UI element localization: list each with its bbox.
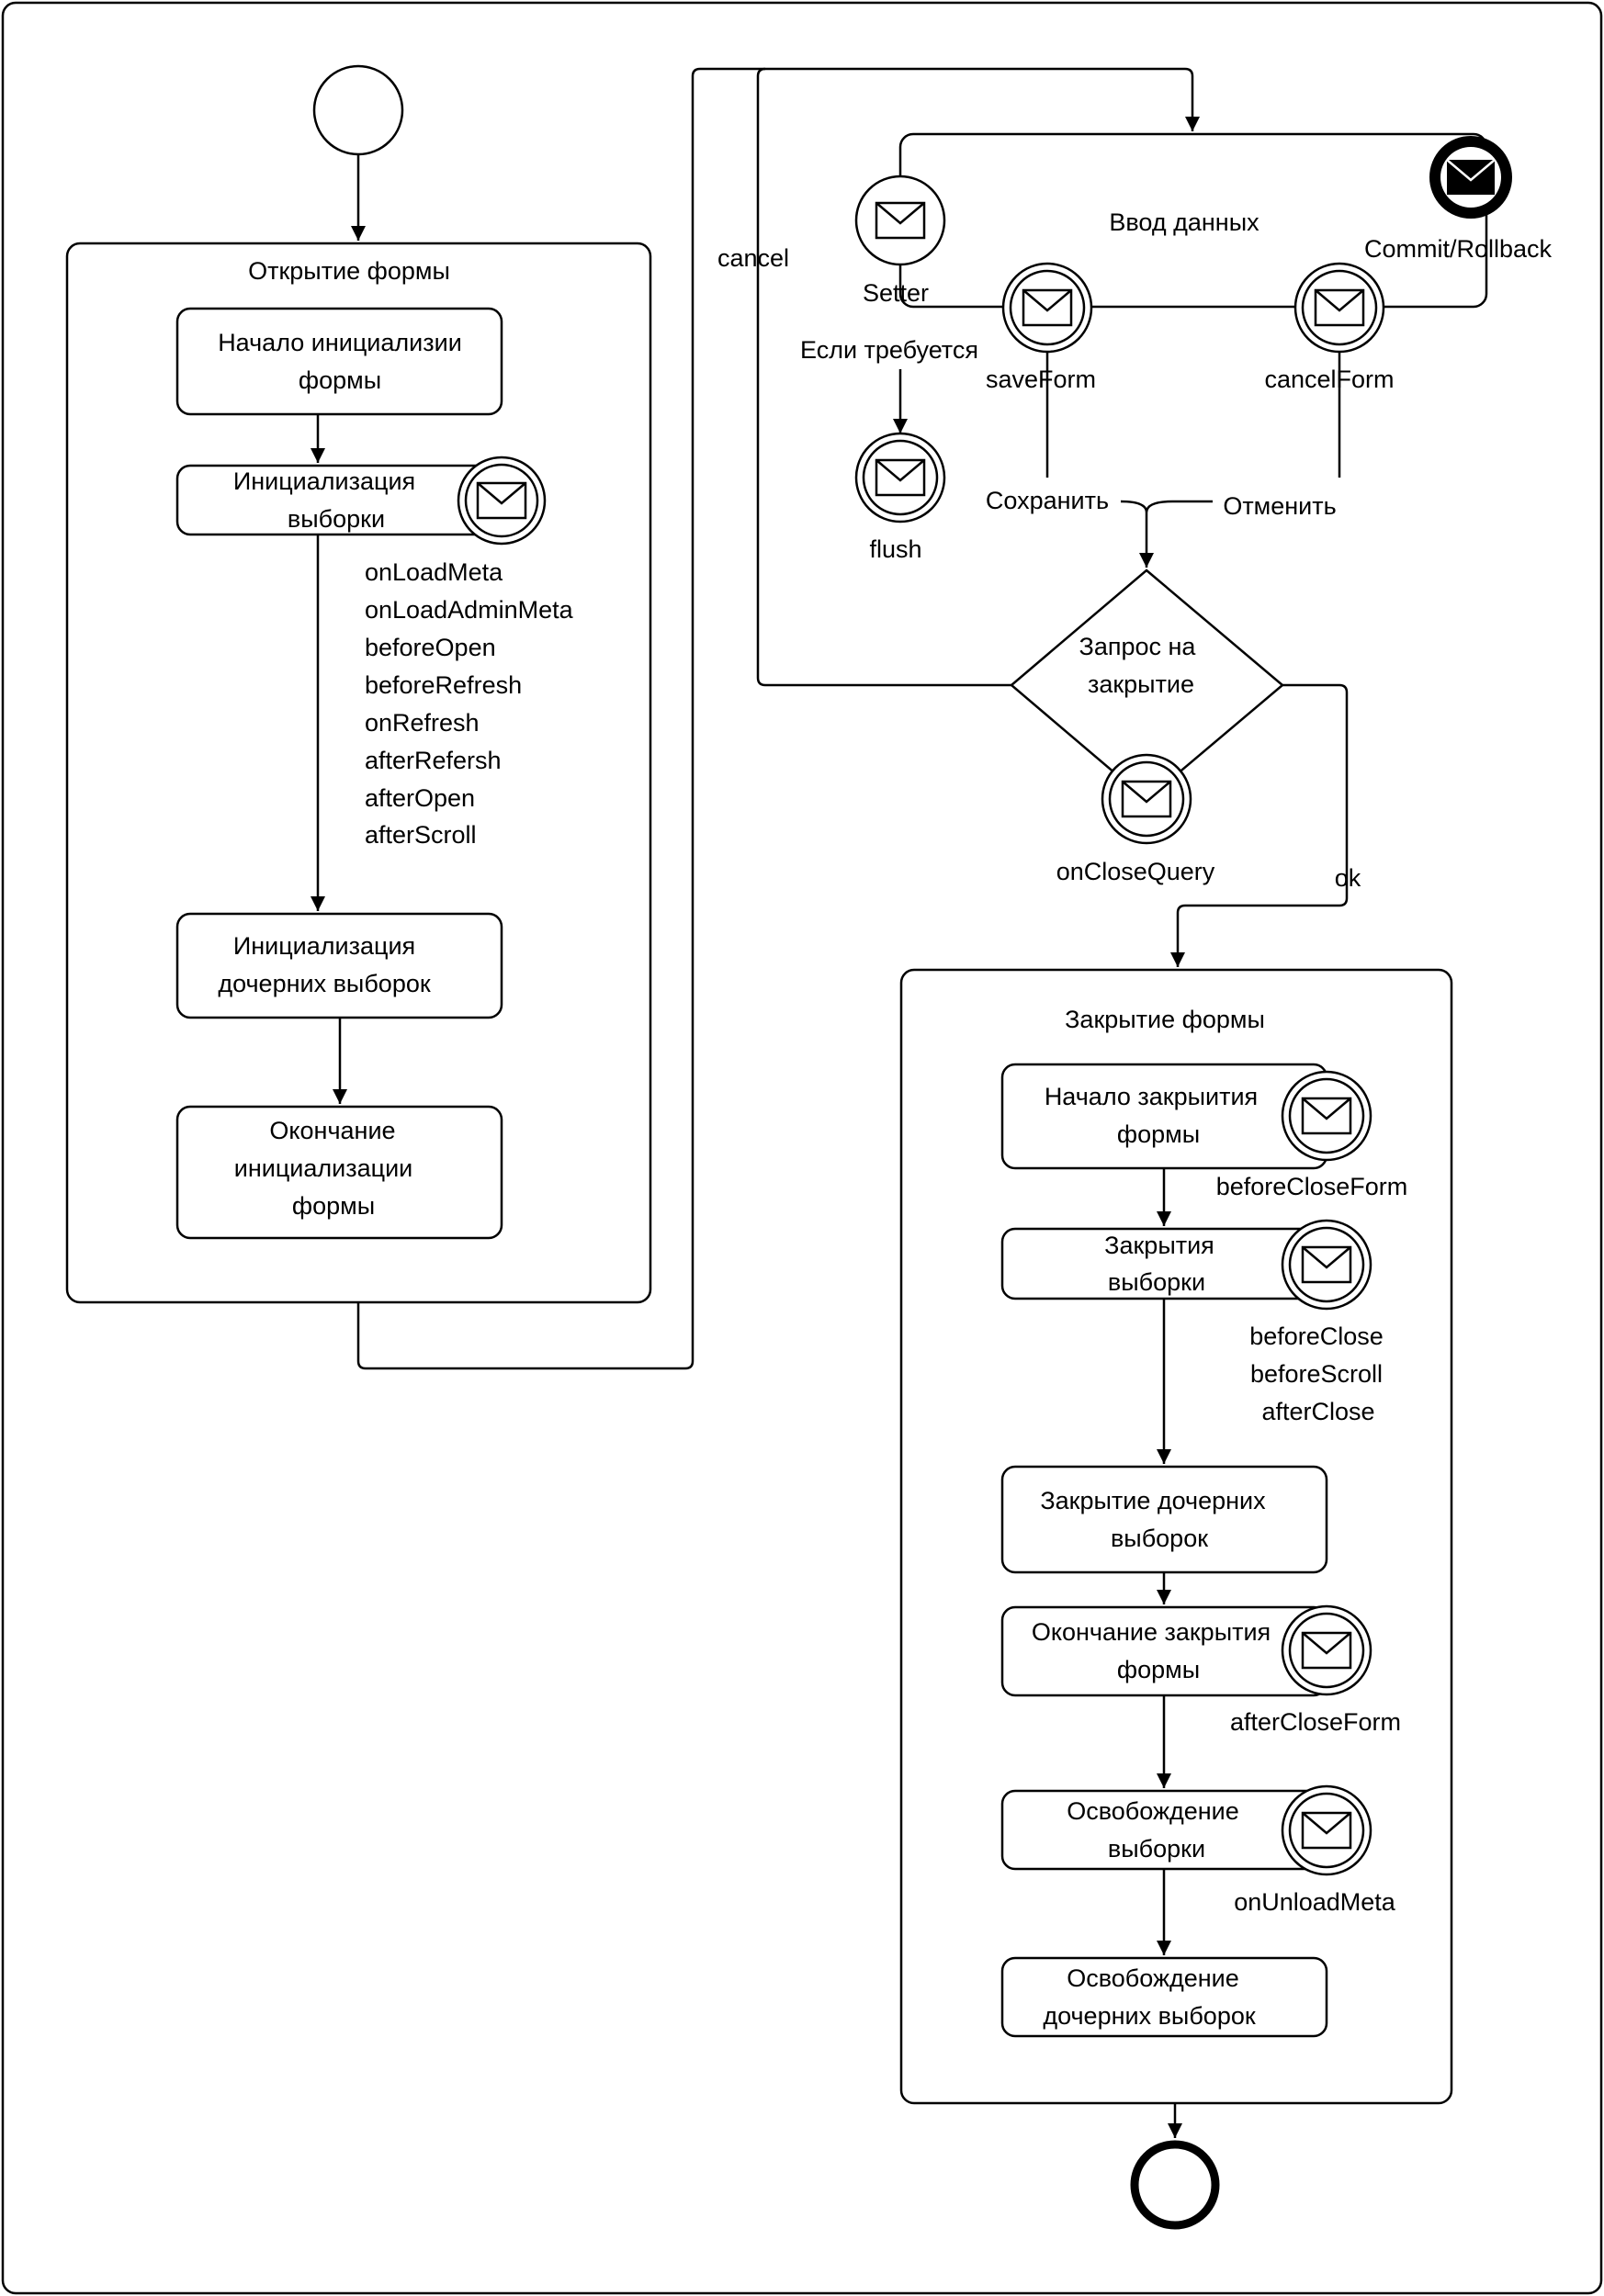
envelope-icon [1022, 288, 1073, 327]
svg-text:onLoadAdminMeta: onLoadAdminMeta [365, 596, 574, 624]
flush-label: flush [869, 535, 921, 563]
data-entry-title: Ввод данных [1109, 208, 1259, 236]
flow-save-cancel-merge [1120, 500, 1213, 513]
close-events-list: beforeClose beforeScroll afterClose [1249, 1322, 1384, 1425]
envelope-icon [1301, 1811, 1352, 1850]
close-dataset-event [1281, 1219, 1372, 1311]
envelope-icon [1301, 1097, 1352, 1135]
close-end-event [1281, 1604, 1372, 1696]
envelope-icon [875, 201, 926, 240]
svg-text:afterOpen: afterOpen [365, 784, 475, 812]
flush-event [854, 432, 946, 523]
svg-text:onRefresh: onRefresh [365, 709, 480, 737]
envelope-icon [476, 481, 527, 520]
commit-rollback-label: Commit/Rollback [1364, 235, 1553, 263]
svg-text:afterScroll: afterScroll [365, 821, 477, 849]
svg-text:afterRefersh: afterRefersh [365, 747, 502, 774]
flow-ok-branch [1170, 683, 1349, 967]
svg-text:afterClose: afterClose [1261, 1398, 1374, 1425]
open-form-title: Открытие формы [248, 257, 450, 285]
unload-meta-label: onUnloadMeta [1234, 1888, 1396, 1916]
setter-label: Setter [863, 279, 929, 307]
envelope-icon [1314, 288, 1365, 327]
svg-text:beforeRefresh: beforeRefresh [365, 671, 522, 699]
ok-label: ok [1335, 864, 1361, 892]
init-message-event [457, 456, 547, 546]
close-query-label: onCloseQuery [1056, 858, 1215, 885]
save-form-event [1001, 262, 1093, 354]
cancel-form-event [1293, 262, 1385, 354]
setter-event [854, 174, 946, 266]
svg-text:beforeScroll: beforeScroll [1250, 1360, 1383, 1388]
envelope-icon [875, 458, 926, 497]
save-form-label: saveForm [986, 366, 1096, 393]
flow-cancel-loop [756, 67, 1011, 687]
close-query-event [1101, 753, 1192, 845]
envelope-icon [1121, 780, 1172, 818]
flow-open-to-entry [356, 67, 1200, 1370]
commit-rollback-end-event [1429, 136, 1512, 219]
cancel-ru-label: Отменить [1223, 492, 1336, 520]
end-event [1130, 2140, 1220, 2230]
cancel-form-label: cancelForm [1264, 366, 1394, 393]
svg-text:onLoadMeta: onLoadMeta [365, 558, 503, 586]
close-start-event [1281, 1070, 1372, 1162]
envelope-icon [1301, 1245, 1352, 1284]
start-event [312, 64, 404, 156]
svg-text:beforeClose: beforeClose [1249, 1322, 1384, 1350]
close-form-title: Закрытие формы [1065, 1006, 1265, 1033]
before-close-form-label: beforeCloseForm [1216, 1173, 1408, 1200]
envelope-icon [1301, 1631, 1352, 1670]
cancel-label: cancel [717, 244, 789, 272]
init-events-list: onLoadMeta onLoadAdminMeta beforeOpen be… [365, 558, 574, 849]
message-end-event-icon [1446, 159, 1496, 195]
svg-text:beforeOpen: beforeOpen [365, 634, 496, 661]
if-required-label: Если требуется [800, 336, 978, 364]
save-label: Сохранить [986, 487, 1109, 514]
free-dataset-event [1281, 1784, 1372, 1876]
after-close-form-label: afterCloseForm [1230, 1708, 1401, 1736]
